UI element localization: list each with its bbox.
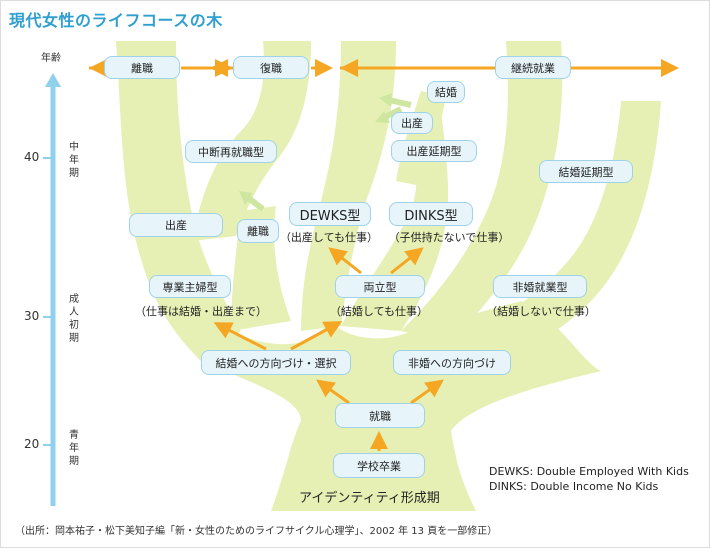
node-keizoku: 継続就業 [495,56,571,79]
dewks-subtitle: （出産しても仕事） [279,231,379,244]
node-kekkon: 結婚 [427,81,465,103]
sengyo-subtitle: （仕事は結婚・出産まで） [135,305,267,318]
flow-arrows [213,247,444,451]
node-shushoku: 就職 [335,403,425,428]
stage-label-early-adult: 成人初期 [69,294,79,344]
ryoritsu-subtitle: （結婚しても仕事） [329,305,429,318]
node-hikon-shugyo: 非婚就業型 [493,275,587,298]
node-chudan: 中断再就職型 [185,140,277,163]
node-hikon-direction: 非婚への方向づけ [393,350,511,375]
age-tick-20: 20 [24,437,40,451]
node-kekkon-direction: 結婚への方向づけ・選択 [201,350,351,375]
node-shussan-top: 出産 [391,112,433,134]
node-shussan-enki: 出産延期型 [391,140,477,162]
source-note: （出所：岡本祐子・松下美知子編「新・女性のためのライフサイクル心理学」、2002… [15,526,498,537]
stage-label-youth: 青年期 [69,430,79,467]
age-tick-40: 40 [24,150,40,164]
node-kekkon-enki: 結婚延期型 [539,160,633,183]
legend-dinks: DINKS: Double Income No Kids [489,480,659,493]
node-sengyo: 専業主婦型 [149,275,231,298]
age-axis [43,73,61,506]
node-sotsugyo: 学校卒業 [333,453,425,478]
node-ryoritsu: 両立型 [335,275,425,298]
node-fukushoku: 復職 [233,56,309,79]
page-title: 現代女性のライフコースの木 [9,11,223,30]
node-dinks: DINKS型 [389,202,473,226]
dinks-subtitle: （子供持たないで仕事） [388,231,510,244]
node-dewks: DEWKS型 [289,202,371,226]
legend-dewks: DEWKS: Double Employed With Kids [489,465,689,478]
node-shussan-left: 出産 [129,213,223,237]
node-rishoku-mid: 離職 [237,219,279,243]
hikon-subtitle: （結婚しないで仕事） [486,305,596,318]
node-rishoku-top: 離職 [104,56,180,79]
stage-label-middle-age: 中年期 [69,142,79,179]
age-tick-30: 30 [24,309,40,323]
identity-label: アイデンティティ形成期 [299,491,440,506]
axis-title: 年齢 [41,53,61,64]
